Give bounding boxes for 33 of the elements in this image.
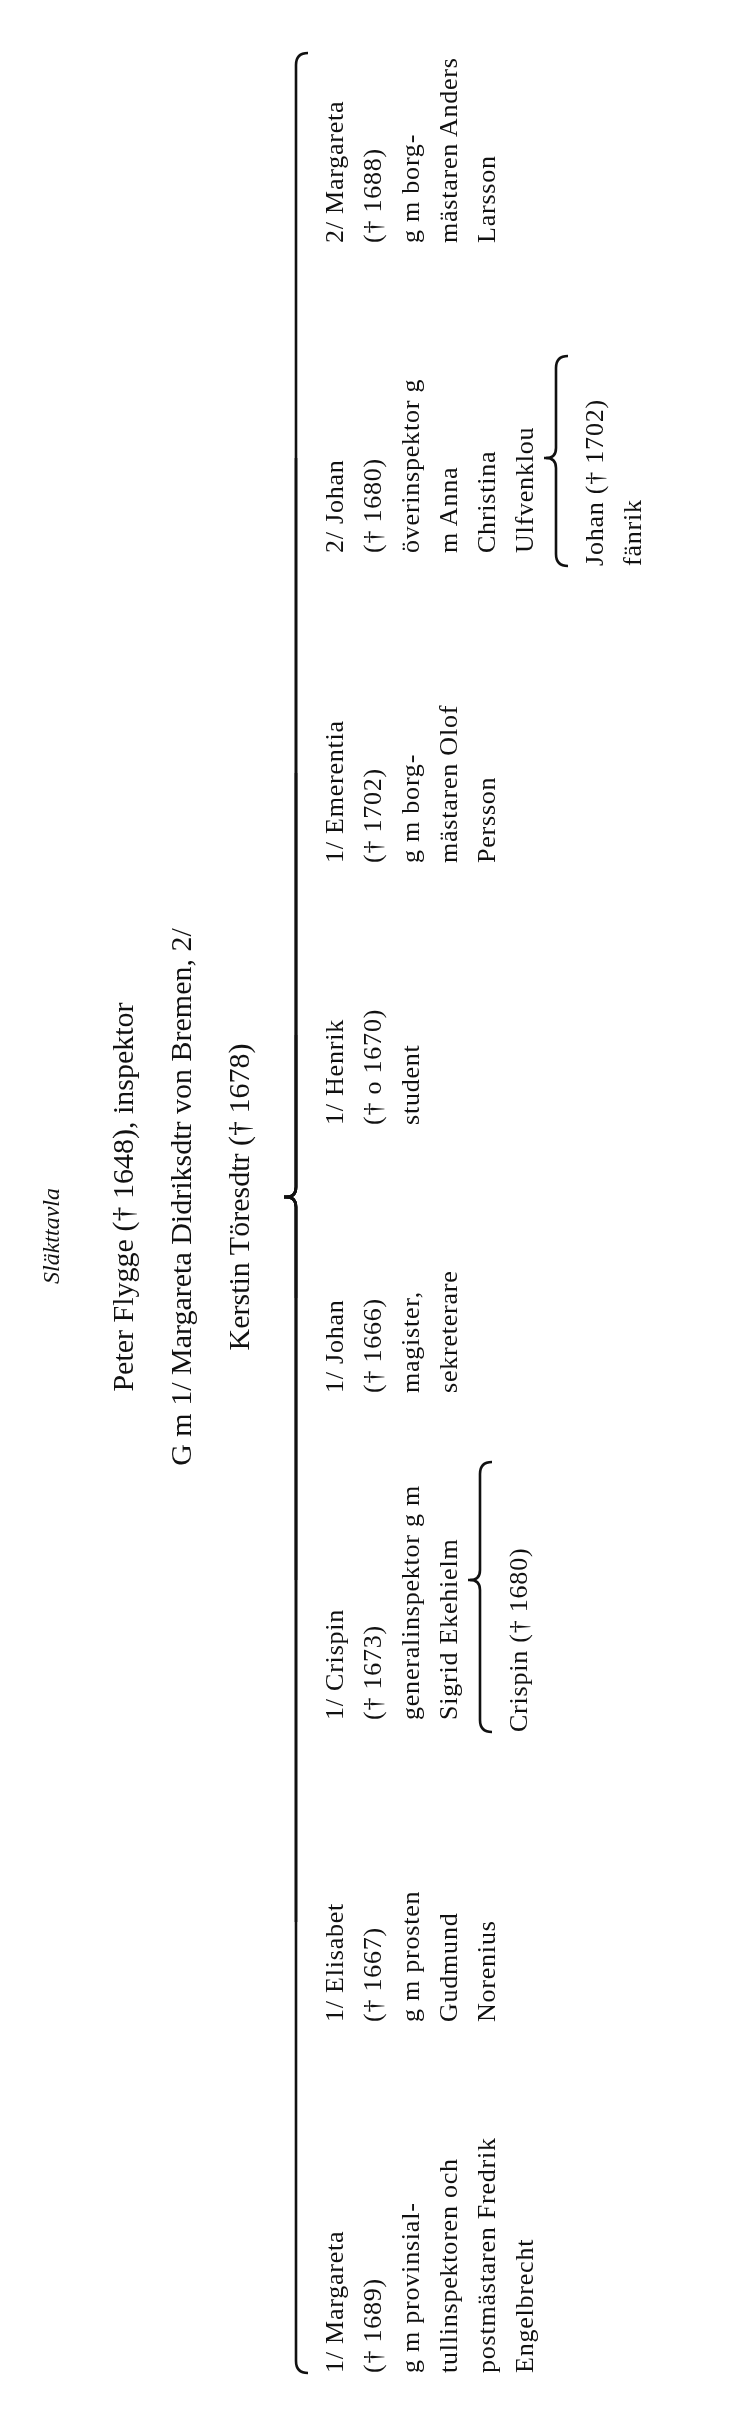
person-description: magister, sekreterare: [395, 1269, 464, 1393]
brace-connector: [283, 51, 309, 1199]
person-description: g m borg- mästaren Olof Persson: [395, 703, 502, 863]
person-description: student: [395, 1043, 426, 1125]
person-name: 1/ Johan: [319, 1298, 350, 1393]
title: Släkttavla: [37, 1188, 65, 1284]
marriage-note: G m 1/ Margareta Didriksdtr von Bremen, 2/ Kerstin Töresdtr († 1678): [163, 927, 256, 1468]
person-name: 2/ Johan: [319, 458, 350, 553]
life-dates: († o 1670): [357, 1007, 388, 1125]
person-description: g m provinsial-tullinspektoren och postmästaren Fredrik Engelbrecht: [395, 2136, 540, 2373]
person-description: g m borg- mästaren Anders Larsson: [395, 56, 502, 243]
brace-connector: [468, 1578, 493, 1734]
life-dates: († 1666): [357, 1296, 388, 1393]
person-name: 1/ Henrik: [319, 1018, 350, 1125]
brace-connector: [284, 1195, 298, 1298]
person-description: g m prosten Gudmund Norenius: [395, 1889, 502, 2022]
person-name: 1/ Crispin: [319, 1607, 350, 1720]
ancestor-name: Peter Flygge († 1648), inspektor: [105, 1002, 140, 1392]
person-name: 1/ Emerentia: [319, 719, 350, 863]
life-dates: († 1688): [357, 146, 388, 243]
person-name: 1/ Margareta: [319, 2229, 350, 2373]
person-entry: Johan († 1702) fänrik: [579, 398, 648, 566]
life-dates: († 1680): [357, 456, 388, 553]
life-dates: († 1673): [357, 1623, 388, 1720]
life-dates: († 1702): [357, 766, 388, 863]
person-description: generalinspektor g m Sigrid Ekehielm: [395, 1483, 464, 1720]
person-name: 1/ Elisabet: [319, 1901, 350, 2022]
life-dates: († 1689): [357, 2276, 388, 2373]
life-dates: († 1667): [357, 1925, 388, 2022]
brace-connector: [544, 456, 569, 568]
person-name: 2/ Margareta: [319, 99, 350, 243]
person-description: överinspektor g m Anna Christina Ulfvenklou: [395, 377, 540, 553]
person-entry: Crispin († 1680): [503, 1546, 534, 1732]
